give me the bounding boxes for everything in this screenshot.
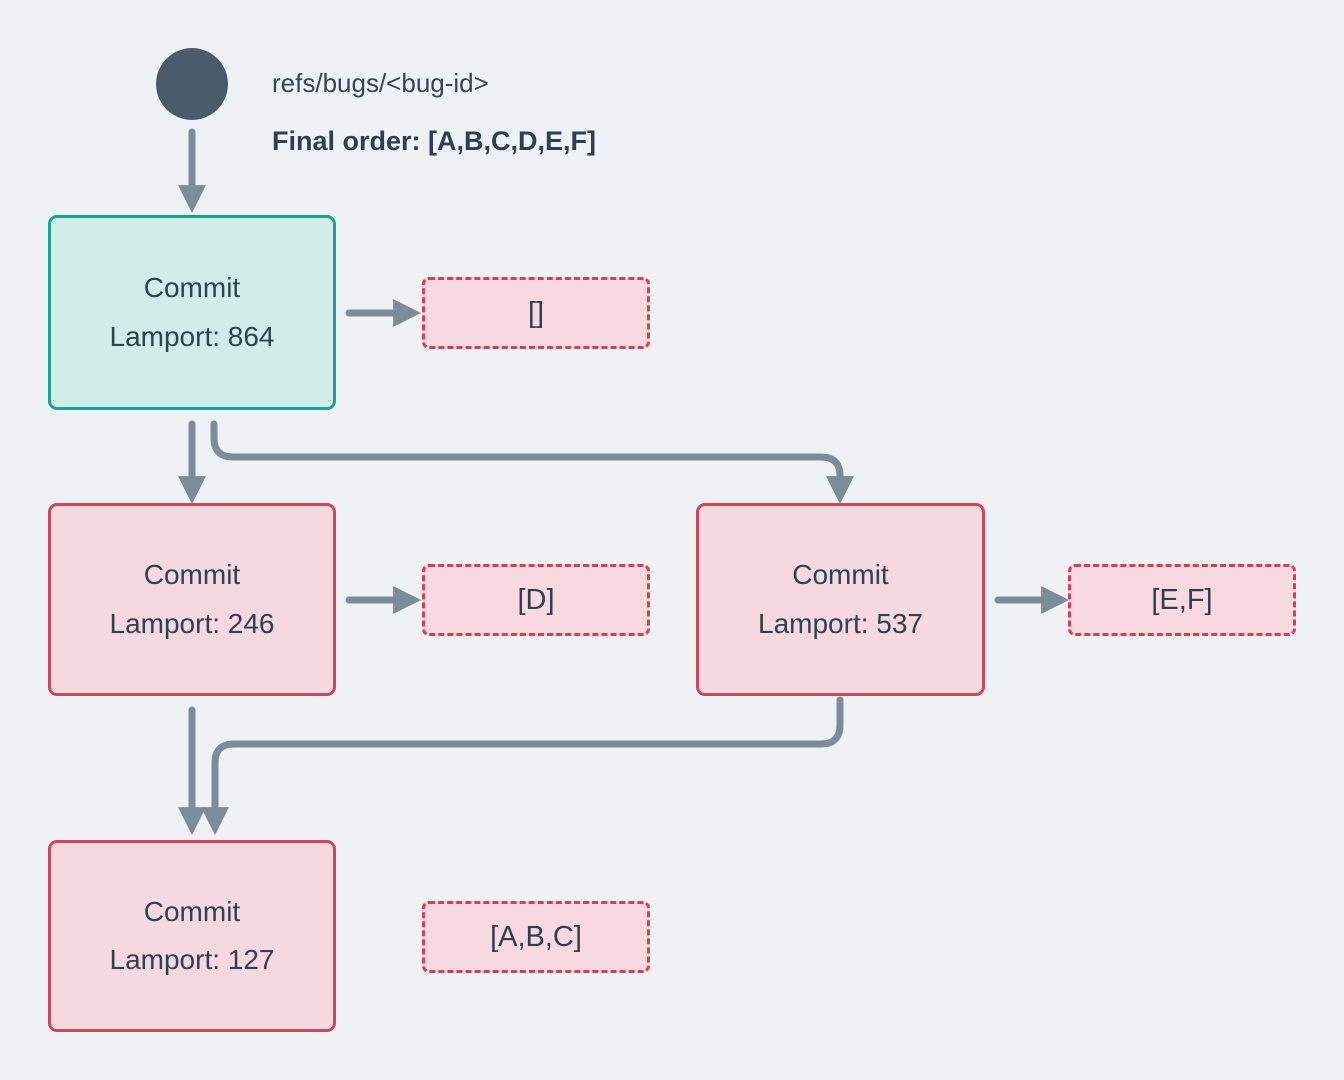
commit-node-864: Commit Lamport: 864 (48, 215, 336, 410)
commit-lamport: Lamport: 864 (109, 320, 275, 352)
commit-title: Commit (143, 272, 241, 304)
branch-ref-dot-icon (156, 48, 228, 120)
ops-box-127: [A,B,C] (422, 901, 650, 973)
commit-title: Commit (792, 559, 889, 591)
commit-title: Commit (143, 895, 241, 927)
ops-box-864: [] (422, 277, 650, 349)
ops-box-537: [E,F] (1068, 564, 1296, 636)
commit-title: Commit (143, 559, 241, 591)
commit-lamport: Lamport: 127 (109, 944, 275, 975)
edge-864-to-537 (210, 420, 854, 505)
commit-node-246: Commit Lamport: 246 (48, 503, 336, 696)
ops-box-246: [D] (422, 564, 650, 636)
commit-lamport: Lamport: 246 (109, 607, 275, 639)
commit-lamport: Lamport: 537 (758, 607, 923, 639)
commit-node-127: Commit Lamport: 127 (48, 840, 336, 1032)
commit-node-537: Commit Lamport: 537 (696, 503, 985, 696)
edge-537-to-127 (201, 696, 844, 836)
final-order-label: Final order: [A,B,C,D,E,F] (272, 126, 596, 156)
ref-label: refs/bugs/<bug-id> (272, 68, 489, 98)
